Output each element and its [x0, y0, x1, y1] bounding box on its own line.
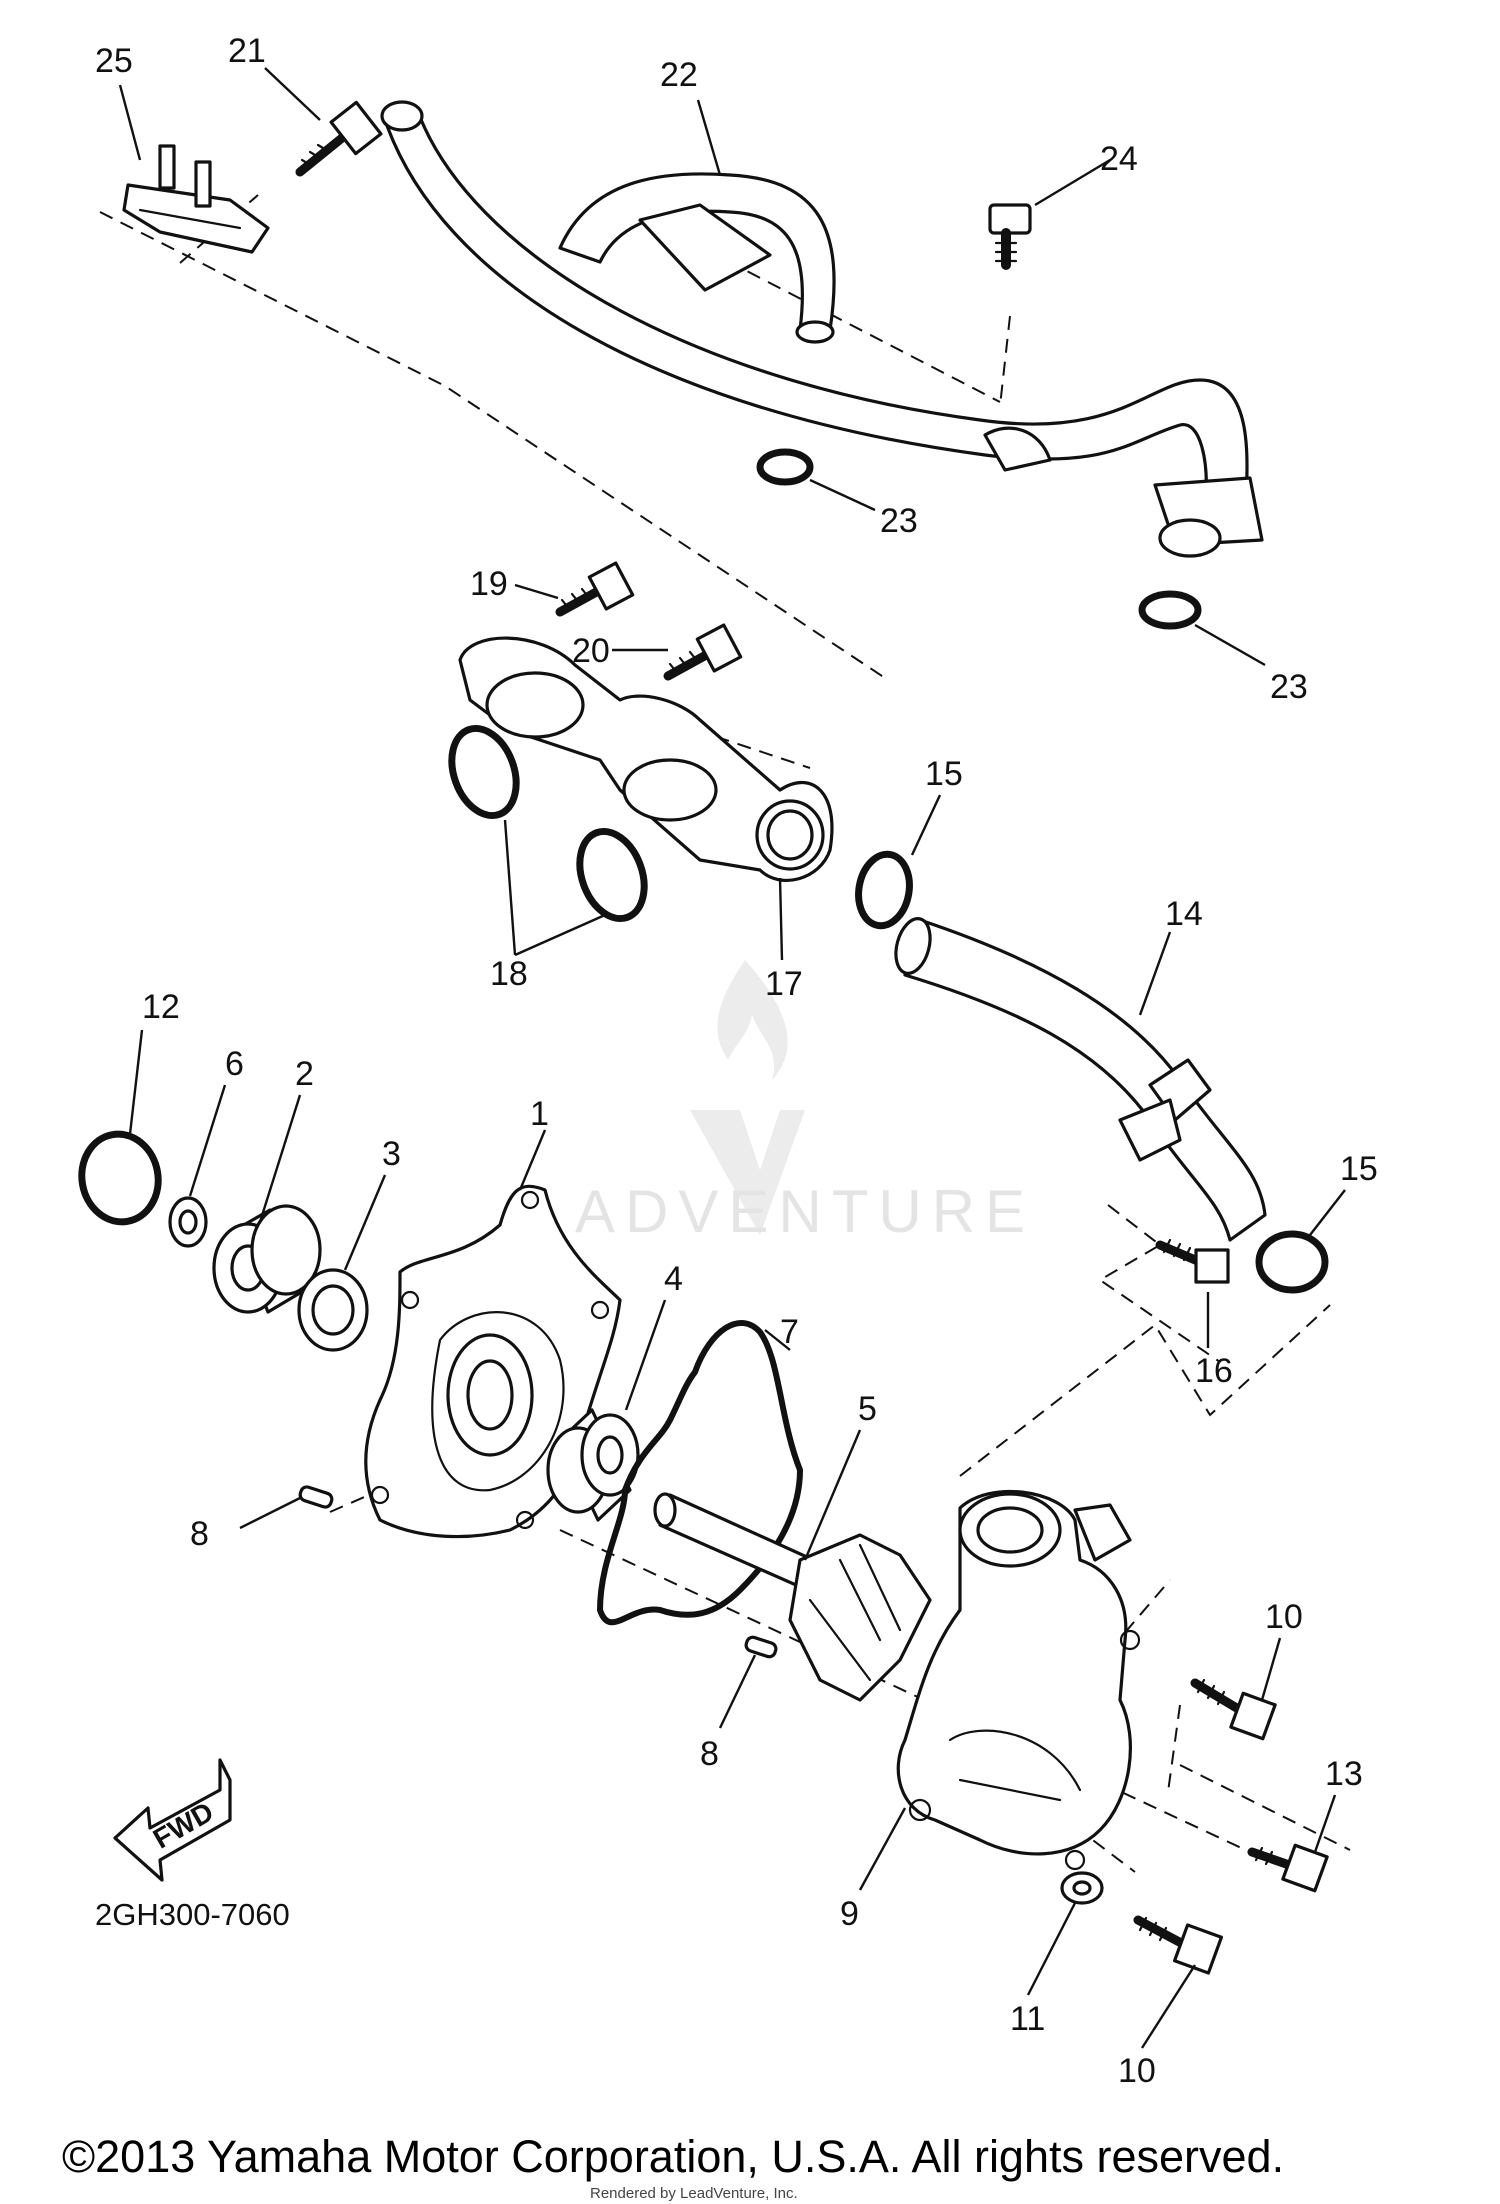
callout-21: 21: [228, 32, 266, 70]
part-8-dowel-right: [744, 1635, 778, 1659]
callout-17: 17: [765, 965, 803, 1003]
callout-11: 11: [1010, 2000, 1045, 2038]
copyright-notice: ©2013 Yamaha Motor Corporation, U.S.A. A…: [62, 2131, 1284, 2182]
part-14-pipe: [894, 917, 1267, 1242]
watermark-flame-icon: [690, 960, 805, 1235]
watermark: ADVENTURE: [575, 960, 1035, 1245]
callout-15-lower: 15: [1340, 1150, 1378, 1188]
callout-4: 4: [664, 1260, 683, 1298]
part-21-bolt: [295, 100, 383, 177]
part-10-bolt-lower: [1133, 1915, 1224, 1975]
callout-7: 7: [780, 1313, 799, 1351]
callout-8-left: 8: [190, 1515, 209, 1553]
part-13-bolt: [1247, 1843, 1329, 1893]
part-24-screw: [988, 203, 1032, 270]
part-10-bolt-upper: [1190, 1678, 1277, 1741]
leader-lines: [118, 67, 1346, 2049]
render-credit: Rendered by LeadVenture, Inc.: [590, 2185, 798, 2202]
part-22-coolant-pipe: [380, 100, 1264, 558]
callout-1: 1: [530, 1095, 549, 1133]
part-2-bearing: [212, 1204, 322, 1314]
callout-2: 2: [295, 1055, 314, 1093]
callout-6: 6: [225, 1045, 244, 1083]
part-23-oring-lower: [1138, 590, 1202, 630]
callout-19: 19: [470, 565, 508, 603]
part-5-shaft: [653, 1492, 932, 1702]
callout-24: 24: [1100, 140, 1138, 178]
part-9-pump-body: [896, 1489, 1141, 1871]
callout-22: 22: [660, 56, 698, 94]
callout-18: 18: [490, 955, 528, 993]
part-16-bolt: [1155, 1238, 1230, 1284]
callout-10-upper: 10: [1265, 1598, 1303, 1636]
callout-12: 12: [142, 988, 180, 1026]
part-3-seal: [297, 1268, 369, 1352]
callout-20: 20: [572, 632, 610, 670]
callout-23-upper: 23: [880, 502, 918, 540]
callout-labels: 25 21 22 24 23 23 19 20 15 14 18 17 12 6…: [95, 32, 1378, 2090]
part-6-washer: [168, 1196, 208, 1248]
part-7-gasket: [597, 1319, 803, 1626]
callout-16: 16: [1195, 1352, 1233, 1390]
part-20-bolt: [663, 623, 743, 681]
callout-25: 25: [95, 42, 133, 80]
part-15-oring-upper: [855, 850, 913, 930]
part-4-impeller: [546, 1408, 640, 1522]
part-15-oring-lower: [1255, 1230, 1329, 1294]
part-17-coolant-manifold: [458, 636, 834, 882]
part-23-oring-upper: [756, 448, 814, 486]
callout-9: 9: [840, 1895, 859, 1933]
callout-3: 3: [382, 1135, 401, 1173]
callout-15-upper: 15: [925, 755, 963, 793]
part-12-ring: [78, 1130, 162, 1226]
callout-23-lower: 23: [1270, 668, 1308, 706]
callout-13: 13: [1325, 1755, 1363, 1793]
part-8-dowel-left: [298, 1485, 334, 1509]
part-25-bracket: [122, 144, 270, 254]
callout-8-right: 8: [700, 1735, 719, 1773]
watermark-text: ADVENTURE: [575, 1178, 1035, 1245]
part-18-oring-left: [448, 724, 520, 820]
part-19-bolt: [555, 561, 635, 617]
part-11-washer: [1060, 1871, 1104, 1905]
part-18-oring-right: [576, 827, 648, 923]
drawing-code: 2GH300-7060: [95, 1897, 290, 1932]
callout-14: 14: [1165, 895, 1203, 933]
callout-10-lower: 10: [1118, 2052, 1156, 2090]
fwd-arrow-icon: FWD: [113, 1758, 232, 1882]
callout-5: 5: [858, 1390, 877, 1428]
